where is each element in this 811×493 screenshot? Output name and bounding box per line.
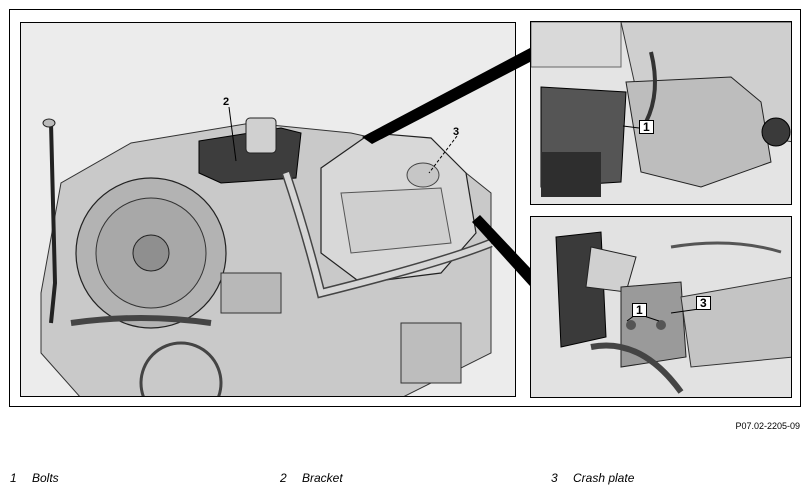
callout-2-bracket: 2 bbox=[223, 96, 230, 108]
top-detail-drawing bbox=[531, 22, 791, 204]
legend-item-2: 2 Bracket bbox=[280, 471, 343, 485]
callout-3-crash-plate: 3 bbox=[453, 126, 460, 138]
detail-inset-top: 1 bbox=[530, 21, 792, 205]
legend-label: Bolts bbox=[32, 471, 59, 485]
figure-code: P07.02-2205-09 bbox=[735, 421, 800, 431]
callout-1-bolts-bottom: 1 bbox=[632, 303, 647, 317]
legend-label: Bracket bbox=[302, 471, 343, 485]
legend-number: 3 bbox=[551, 471, 558, 485]
detail-inset-bottom: 1 3 bbox=[530, 216, 792, 398]
legend-number: 2 bbox=[280, 471, 287, 485]
callout-1-bolts-top: 1 bbox=[639, 120, 654, 134]
bottom-detail-drawing bbox=[531, 217, 791, 397]
legend-item-3: 3 Crash plate bbox=[551, 471, 634, 485]
callout-3-crash-plate-bottom: 3 bbox=[696, 296, 711, 310]
main-engine-illustration: 2 3 bbox=[20, 22, 516, 397]
legend-number: 1 bbox=[10, 471, 17, 485]
engine-drawing bbox=[21, 23, 515, 396]
legend-item-1: 1 Bolts bbox=[10, 471, 59, 485]
legend-label: Crash plate bbox=[573, 471, 635, 485]
